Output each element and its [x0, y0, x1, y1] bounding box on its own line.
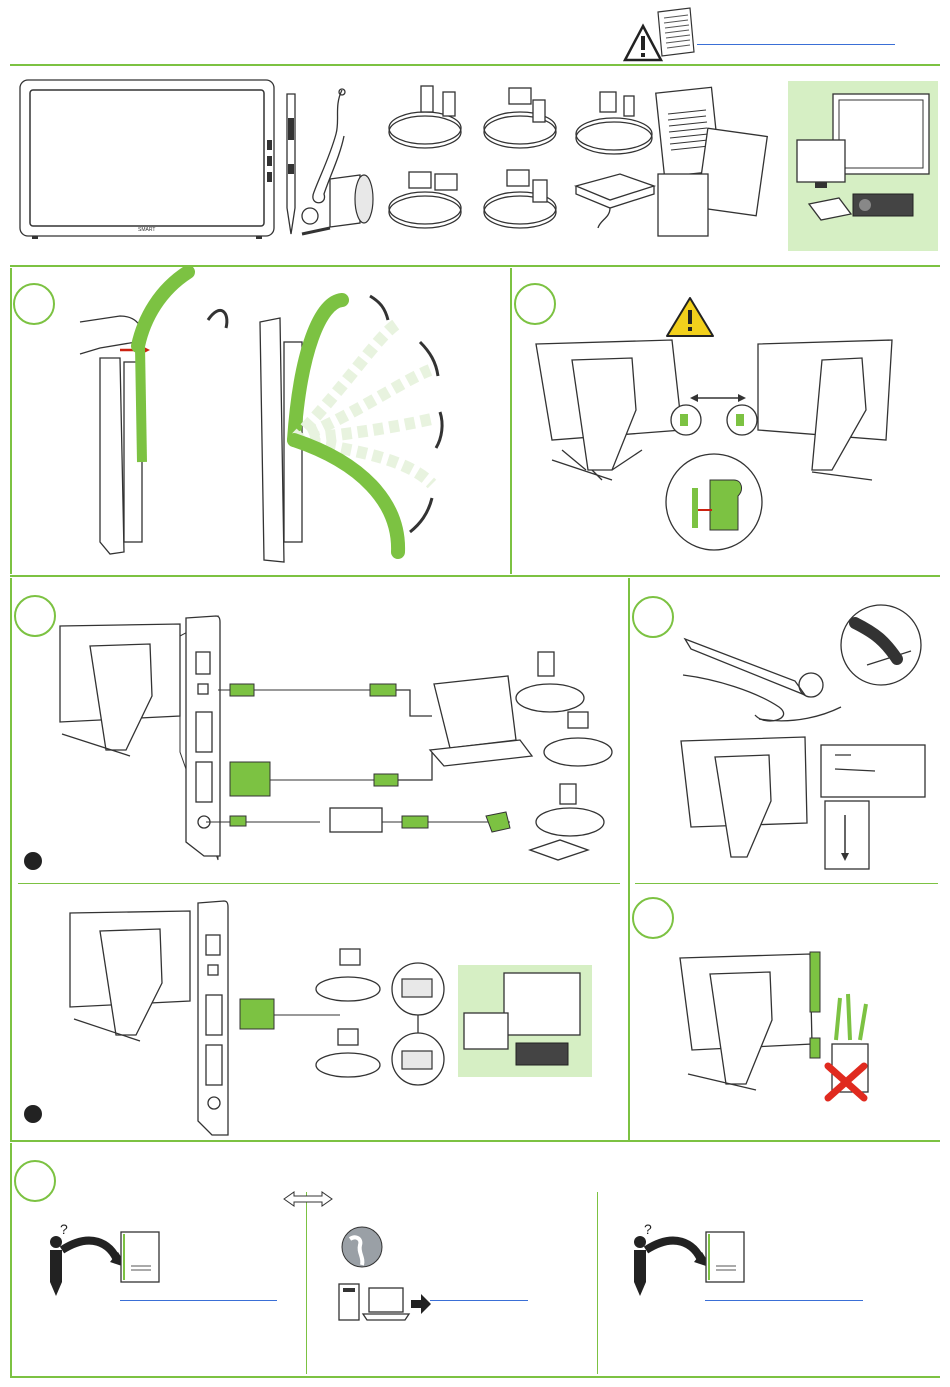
divider — [306, 1192, 307, 1374]
divider — [18, 883, 620, 884]
support-link[interactable] — [120, 1300, 277, 1301]
divider — [10, 1376, 940, 1378]
stand-lock-illustration — [532, 340, 912, 555]
pen-holder-sleeve-icon — [326, 171, 378, 231]
safety-document-icon — [650, 8, 694, 58]
display-connection-illustration — [40, 895, 610, 1135]
svg-text:SMART: SMART — [138, 227, 155, 233]
step-marker-store — [632, 897, 674, 939]
svg-text:?: ? — [60, 1221, 68, 1237]
manual-icon — [706, 1232, 746, 1284]
support-link[interactable] — [705, 1300, 863, 1301]
step-marker-pen — [632, 596, 674, 638]
computer-connection-illustration — [30, 612, 620, 862]
pen-tether-illustration — [675, 595, 935, 875]
pen-icon — [281, 88, 301, 238]
warning-icon — [665, 296, 715, 340]
divider — [10, 578, 12, 1140]
power-adapter-icon — [570, 86, 660, 236]
website-link[interactable] — [430, 1300, 528, 1301]
step-marker-support — [14, 1160, 56, 1202]
double-arrow-icon — [284, 1192, 332, 1206]
divider — [597, 1192, 598, 1374]
manual-icon — [121, 1232, 161, 1284]
tether-step-illustration — [80, 262, 560, 562]
divider — [10, 1140, 940, 1142]
globe-icon — [340, 1225, 390, 1275]
divider — [10, 575, 940, 577]
header — [0, 0, 950, 66]
divider — [635, 883, 938, 884]
pen-storage-illustration — [680, 948, 890, 1108]
pen-display-icon: SMART — [20, 80, 280, 240]
in-the-box: SMART — [0, 66, 950, 264]
safety-link[interactable] — [697, 44, 895, 45]
step-marker-warning — [514, 283, 556, 325]
divider — [628, 578, 630, 1140]
documents-icon — [652, 80, 767, 240]
computer-icon — [337, 1280, 437, 1330]
svg-text:?: ? — [644, 1221, 652, 1237]
divider — [10, 1143, 12, 1376]
cable-icons — [385, 80, 565, 240]
divider — [10, 268, 12, 574]
step-marker-tether — [13, 283, 55, 325]
display-devices-icon — [793, 94, 933, 244]
